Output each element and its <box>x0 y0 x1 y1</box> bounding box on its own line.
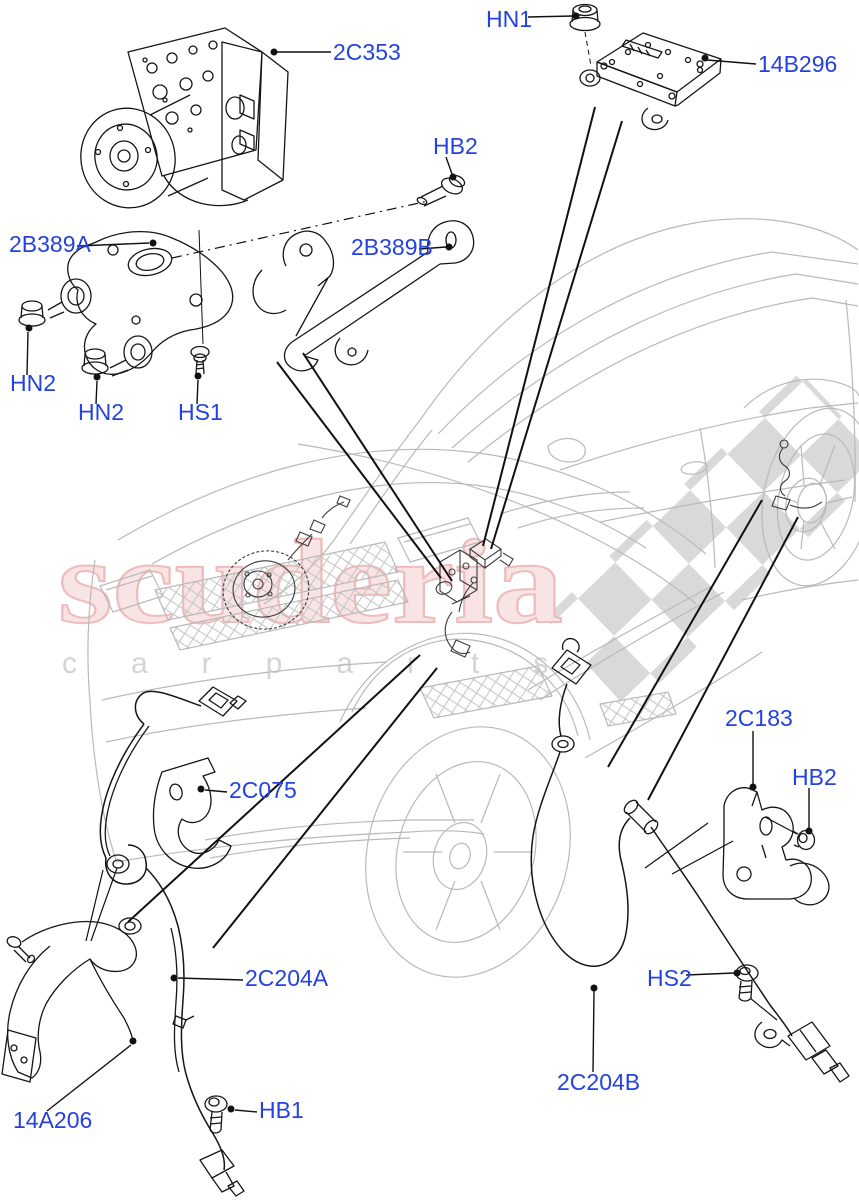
part-label-2C075[interactable]: 2C075 <box>229 777 297 803</box>
bolt-hb1-drawing <box>204 1095 228 1134</box>
part-label-14B296[interactable]: 14B296 <box>758 51 838 77</box>
bolt-hb2-bottom-drawing <box>792 829 816 851</box>
front-wheel <box>339 632 591 978</box>
rear-wheel-sensor-location <box>771 439 823 511</box>
checkered-flag-watermark <box>545 372 859 712</box>
front-wheel-sensor-location <box>444 576 478 658</box>
cowl-module-location <box>469 538 514 570</box>
on-car-components <box>222 439 823 658</box>
rear-sensor-harness-drawing <box>530 637 850 1083</box>
bolt-hb2-top-drawing <box>416 174 466 207</box>
part-label-HB1[interactable]: HB1 <box>259 1097 304 1123</box>
part-label-2C204B[interactable]: 2C204B <box>557 1069 641 1095</box>
screw-hs1-drawing <box>190 345 210 375</box>
front-brake-disc-location <box>222 495 351 630</box>
control-module-drawing <box>579 32 722 131</box>
part-label-14A206[interactable]: 14A206 <box>13 1107 93 1133</box>
part-label-2B389A[interactable]: 2B389A <box>9 231 91 257</box>
bracket-2b389a-drawing <box>47 230 234 377</box>
bracket-2c183-drawing <box>722 787 830 906</box>
abs-unit-location <box>435 549 478 605</box>
leader-lines <box>25 12 813 1113</box>
bracket-14a206-drawing <box>1 917 142 1083</box>
part-label-HS1[interactable]: HS1 <box>178 399 223 425</box>
part-label-2C353[interactable]: 2C353 <box>333 39 401 65</box>
part-label-2B389B[interactable]: 2B389B <box>351 234 433 260</box>
nut-hn1-drawing <box>569 3 601 32</box>
part-label-2C204A[interactable]: 2C204A <box>245 965 329 991</box>
front-sensor-harness-drawing <box>99 686 247 1197</box>
part-label-HN1[interactable]: HN1 <box>486 6 533 32</box>
part-label-HN2-lower[interactable]: HN2 <box>78 399 125 425</box>
nut-hn2-left-drawing <box>18 300 46 327</box>
bracket-2b389b-drawing <box>252 220 475 372</box>
part-label-HB2-top[interactable]: HB2 <box>433 133 478 159</box>
part-drawings <box>1 3 850 1197</box>
screw-hs2-drawing <box>735 964 759 1002</box>
bracket-2c075-drawing <box>152 757 232 869</box>
abs-modulator-drawing <box>80 27 289 209</box>
rear-wheel <box>743 378 859 587</box>
part-label-HB2-bottom[interactable]: HB2 <box>792 764 837 790</box>
part-label-HN2-left[interactable]: HN2 <box>10 370 57 396</box>
nut-hn2-lower-drawing <box>81 348 109 375</box>
car-illustration <box>87 218 859 978</box>
part-label-HS2[interactable]: HS2 <box>647 965 692 991</box>
part-label-2C183[interactable]: 2C183 <box>725 705 793 731</box>
